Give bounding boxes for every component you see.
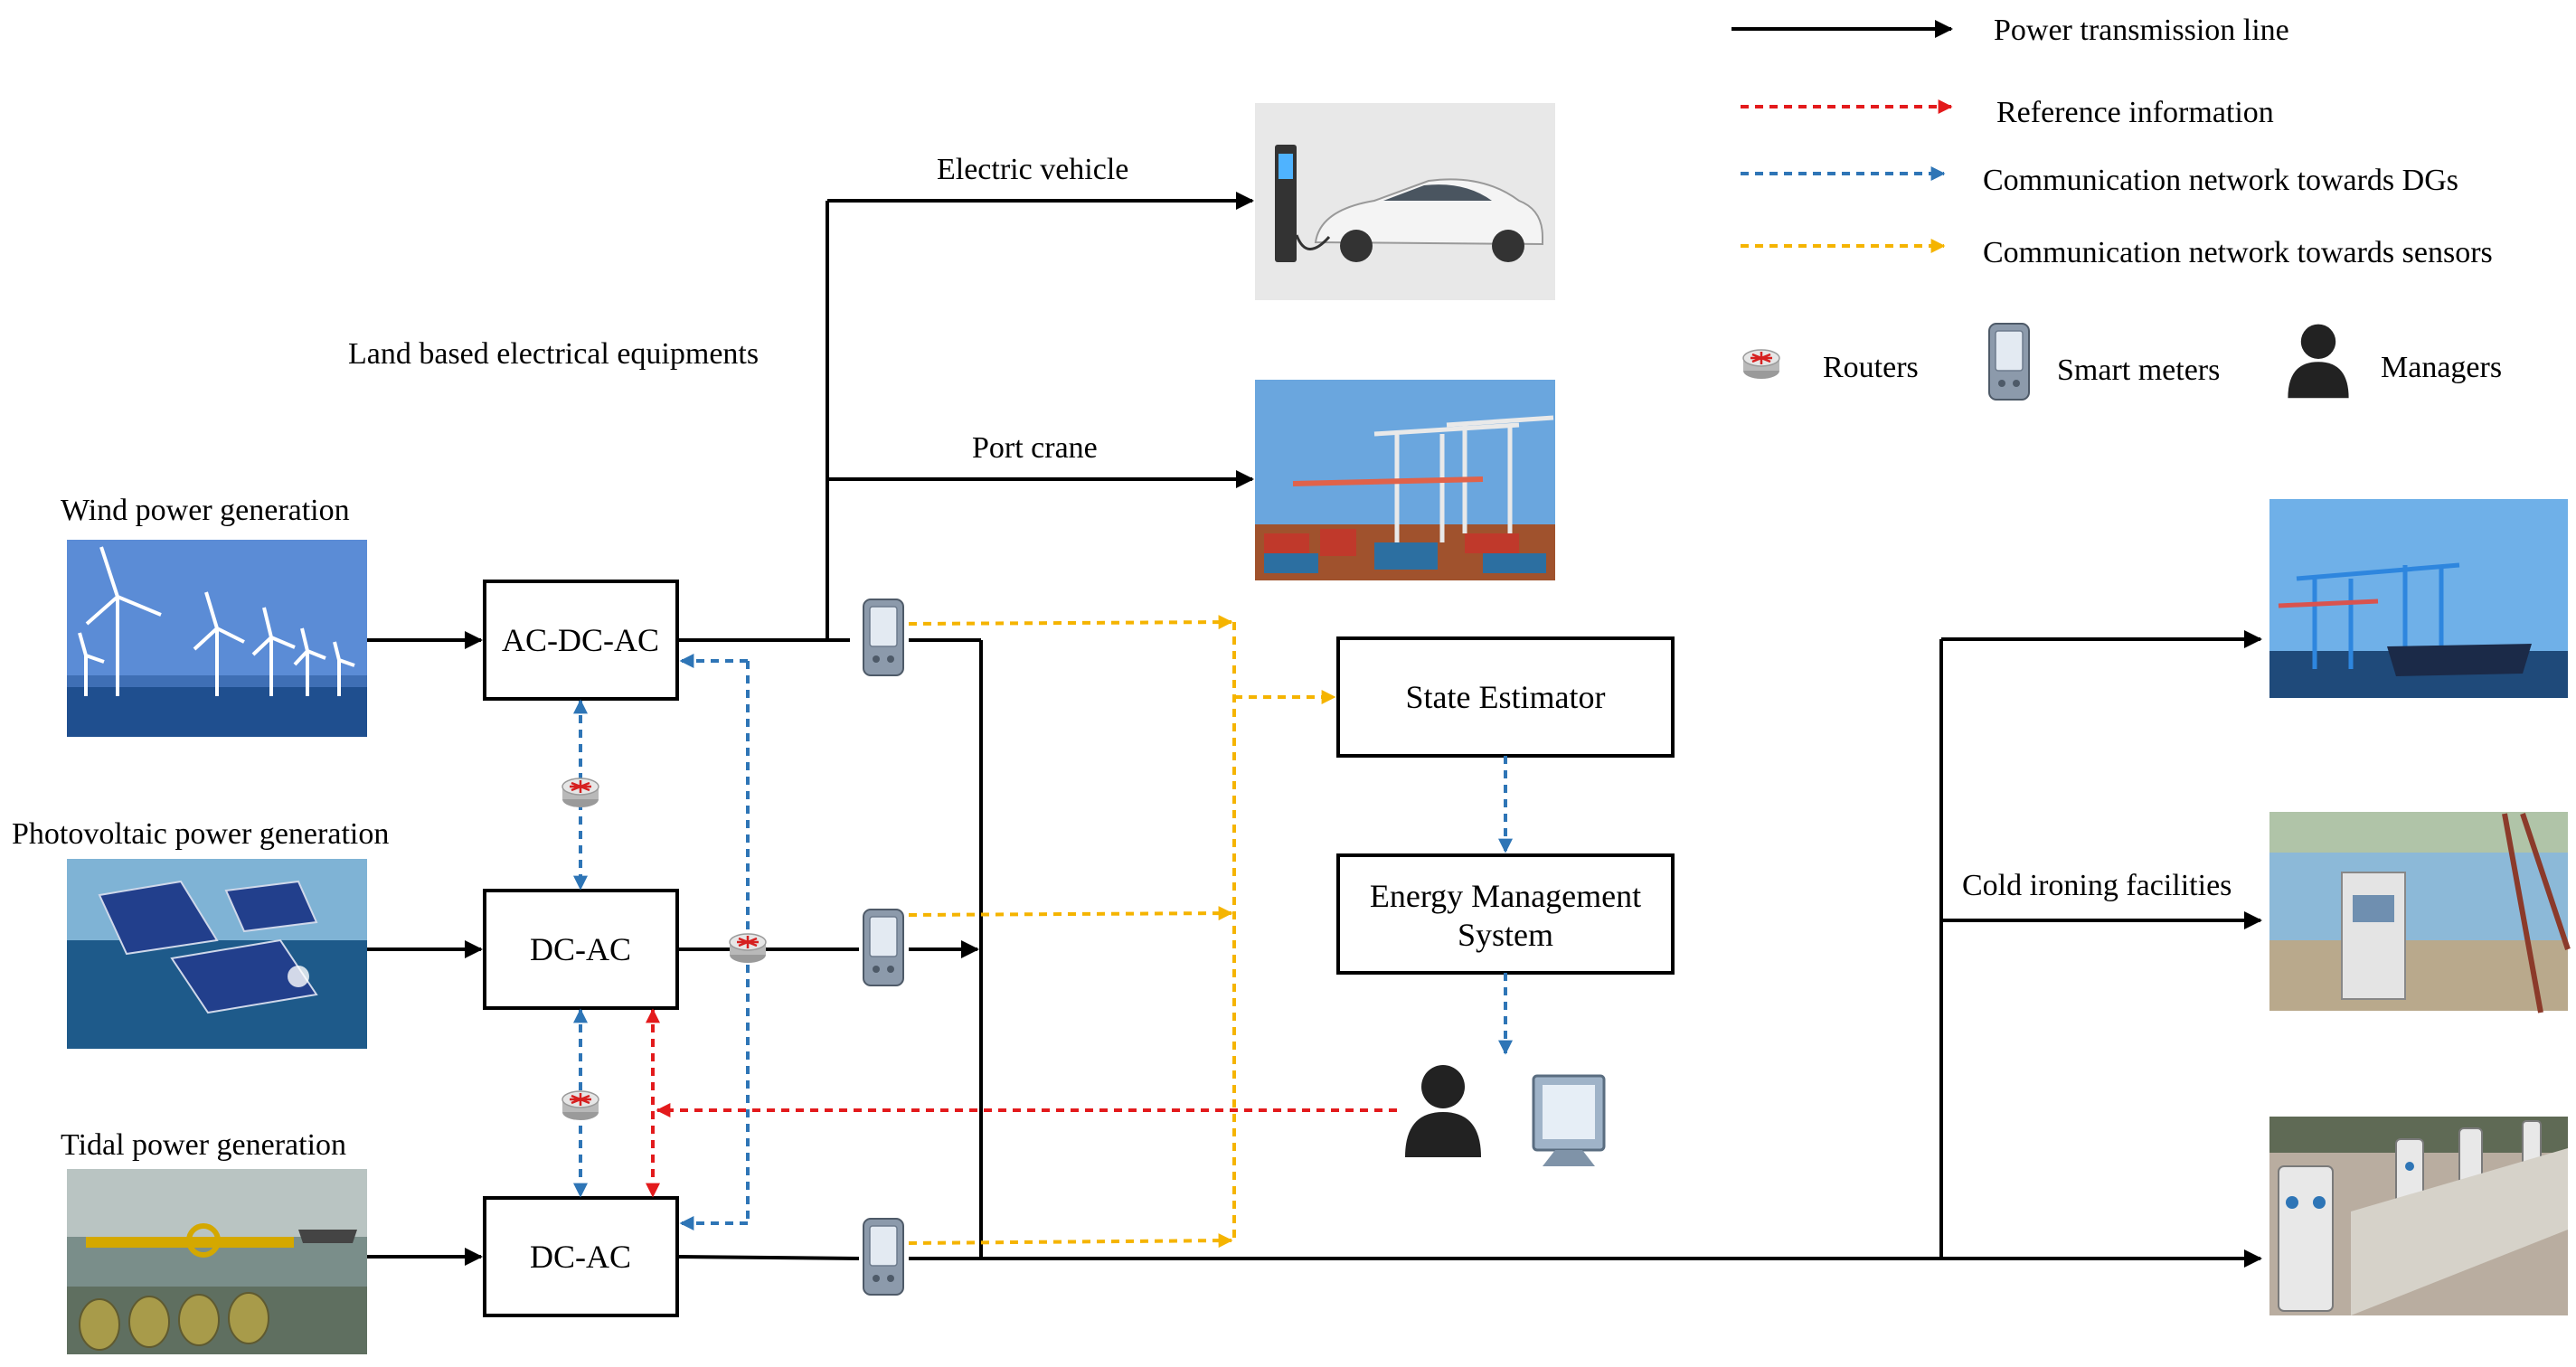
tidal-turbine-image	[67, 1169, 367, 1354]
wind-farm-image	[67, 540, 367, 737]
legend-routers-label: Routers	[1823, 351, 1919, 384]
land-based-label: Land based electrical equipments	[348, 337, 759, 371]
ship-port-image	[2269, 499, 2568, 698]
reference-network	[646, 1008, 1397, 1198]
legend-comm-dg-label: Communication network towards DGs	[1983, 164, 2458, 197]
pv-panel-image	[67, 859, 367, 1049]
legend: Power transmission line Reference inform…	[1731, 14, 2502, 401]
smart-meter-icon-3	[863, 1218, 904, 1296]
dc-ac-tidal-label: DC-AC	[530, 1239, 631, 1275]
ev-label: Electric vehicle	[937, 153, 1128, 186]
ac-dc-ac-label: AC-DC-AC	[502, 622, 659, 658]
ac-dc-ac-converter: AC-DC-AC	[483, 580, 679, 701]
legend-router-icon	[1741, 348, 1781, 381]
manager-icon	[1405, 1065, 1481, 1157]
smart-meter-icon-2	[863, 909, 904, 986]
cold-ironing-image-1	[2269, 812, 2571, 1013]
tidal-label: Tidal power generation	[61, 1128, 346, 1162]
state-estimator-box: State Estimator	[1336, 636, 1675, 758]
cold-ironing-label: Cold ironing facilities	[1962, 869, 2232, 902]
ems-label-line1: Energy Management	[1370, 878, 1641, 914]
router-icon-2	[561, 1089, 600, 1122]
legend-reference-label: Reference information	[1996, 96, 2274, 129]
router-icon-1	[561, 777, 600, 809]
crane-label: Port crane	[972, 431, 1098, 465]
legend-power-label: Power transmission line	[1994, 14, 2289, 47]
state-estimator-label: State Estimator	[1406, 679, 1606, 715]
dc-ac-converter-tidal: DC-AC	[483, 1196, 679, 1317]
sensor-network	[908, 615, 1336, 1249]
wind-label: Wind power generation	[61, 494, 350, 527]
electric-vehicle-image	[1255, 103, 1555, 300]
legend-managers-label: Managers	[2381, 351, 2502, 384]
smart-meter-icon-1	[863, 599, 904, 676]
legend-manager-icon	[2288, 324, 2349, 399]
router-icon-3	[728, 932, 768, 965]
dc-ac-converter-pv: DC-AC	[483, 889, 679, 1010]
legend-comm-sensors-label: Communication network towards sensors	[1983, 236, 2493, 269]
dc-ac-pv-label: DC-AC	[530, 931, 631, 967]
power-lines	[367, 192, 2262, 1268]
monitor-icon	[1532, 1074, 1606, 1166]
legend-smart-meter-icon	[1988, 323, 2030, 401]
pv-label: Photovoltaic power generation	[12, 817, 389, 851]
legend-smart-meters-label: Smart meters	[2057, 354, 2220, 387]
ems-label-line2: System	[1458, 917, 1553, 953]
ems-box: Energy Management System	[1336, 853, 1675, 975]
cold-ironing-image-2	[2269, 1117, 2568, 1315]
port-crane-image	[1255, 380, 1555, 580]
